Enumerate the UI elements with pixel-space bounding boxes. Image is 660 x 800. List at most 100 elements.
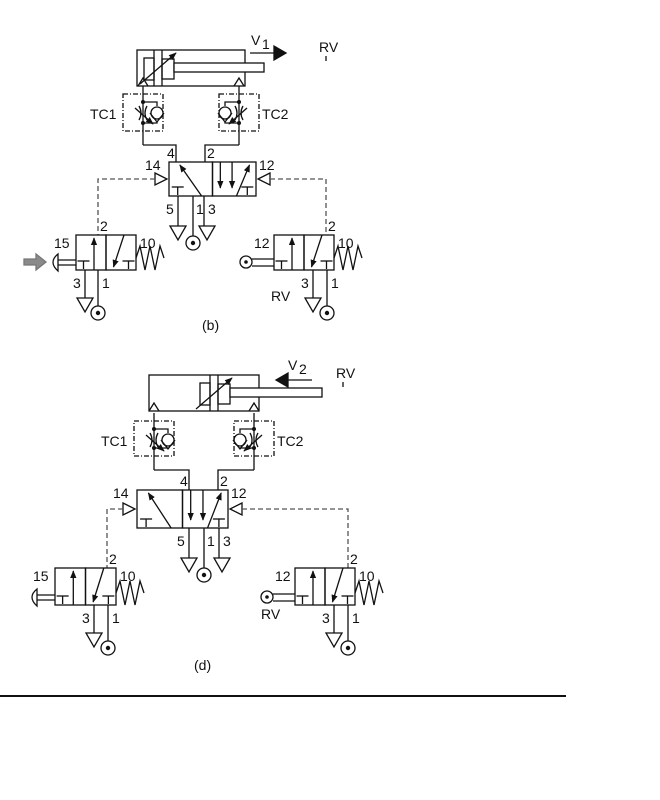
- pressure-source-dot: [324, 310, 330, 316]
- port-4-label: 4: [167, 145, 175, 161]
- spring-icon: [333, 243, 363, 271]
- port-10-label: 10: [359, 568, 375, 584]
- velocity-label: V: [288, 357, 298, 373]
- flow-arrow: [112, 234, 125, 268]
- path: [217, 469, 254, 490]
- pressure-source-dot: [95, 310, 101, 316]
- port-3-label: 3: [82, 610, 90, 626]
- adjustable-cushion-arrow: [139, 52, 177, 85]
- roller-dot: [265, 595, 269, 599]
- flow-arrow: [179, 164, 203, 197]
- velocity-arrow-head: [274, 371, 289, 389]
- port-5-label: 5: [166, 201, 174, 217]
- path: [154, 428, 169, 433]
- right-valve-position-right: [324, 567, 356, 606]
- path: [154, 469, 190, 490]
- main-valve-position-right: [211, 161, 257, 197]
- right-valve-position-left: [294, 567, 326, 606]
- port-1-label: 1: [352, 610, 360, 626]
- exhaust-icon: [324, 632, 344, 649]
- path: [143, 101, 158, 106]
- flow-arrow: [235, 164, 251, 197]
- adjustable-arrow: [243, 434, 263, 452]
- pressure-source-dot: [105, 645, 111, 651]
- pilot-line: [270, 178, 327, 235]
- horizontal-divider: [0, 695, 566, 697]
- port-icon: [233, 76, 245, 87]
- port-12-label: 12: [254, 235, 270, 251]
- tc1-label: TC1: [90, 106, 117, 122]
- port-2-label: 2: [220, 473, 228, 489]
- actuation-arrow-icon: [23, 252, 48, 272]
- pressure-source-dot: [345, 645, 351, 651]
- tc2-label: TC2: [277, 433, 304, 449]
- check-valve-ball-icon: [150, 106, 164, 120]
- port-1-label: 1: [331, 275, 339, 291]
- velocity-arrow-head: [273, 44, 288, 62]
- path: [239, 428, 254, 433]
- left-valve-position-left: [54, 567, 87, 606]
- port-15-label: 15: [54, 235, 70, 251]
- port-3-label: 3: [208, 201, 216, 217]
- pilot-line: [242, 508, 349, 568]
- path: [143, 144, 177, 162]
- roller-valve-position-label: RV: [319, 39, 339, 55]
- exhaust-icon: [197, 225, 217, 242]
- exhaust-icon: [303, 297, 323, 314]
- tc2-label: TC2: [262, 106, 289, 122]
- port-2-label: 2: [207, 145, 215, 161]
- port-2-label: 2: [100, 218, 108, 234]
- figure-caption: (d): [194, 657, 211, 673]
- port-4-label: 4: [180, 473, 188, 489]
- exhaust-icon: [75, 297, 95, 314]
- adjustable-cushion-arrow: [195, 377, 233, 410]
- adjustable-arrow: [145, 434, 165, 452]
- port-2-label: 2: [350, 551, 358, 567]
- port-10-label: 10: [338, 235, 354, 251]
- port-icon: [148, 401, 160, 412]
- adjustable-arrow: [228, 107, 248, 125]
- pressure-source-dot: [190, 240, 196, 246]
- main-valve-position-left: [168, 161, 214, 197]
- port-5-label: 5: [177, 533, 185, 549]
- check-valve-ball-icon: [233, 433, 247, 447]
- path: [224, 101, 239, 106]
- pilot-signal-14-icon: [154, 171, 169, 187]
- port-10-label: 10: [140, 235, 156, 251]
- piston-rod: [229, 387, 323, 398]
- velocity-label: V: [251, 32, 261, 48]
- port-3-label: 3: [223, 533, 231, 549]
- piston-head: [217, 383, 231, 405]
- roller-valve-label: RV: [271, 288, 291, 304]
- spring-icon: [135, 243, 165, 271]
- left-valve-position-right: [84, 567, 117, 606]
- main-valve-position-right: [181, 489, 229, 529]
- pilot-signal-14-icon: [122, 501, 137, 517]
- roller-valve-position-label: RV: [336, 365, 356, 381]
- port-3-label: 3: [73, 275, 81, 291]
- flow-arrow: [147, 492, 172, 529]
- pressure-source-dot: [201, 572, 207, 578]
- piston-head: [161, 58, 175, 80]
- port-1-label: 1: [102, 275, 110, 291]
- port-12-label: 12: [275, 568, 291, 584]
- roller-valve-label: RV: [261, 606, 281, 622]
- pilot-line: [106, 508, 123, 568]
- figure-caption: (b): [202, 317, 219, 333]
- port-10-label: 10: [120, 568, 136, 584]
- piston-rod: [173, 62, 265, 73]
- pilot-signal-12-icon: [228, 501, 243, 517]
- port-1-label: 1: [196, 201, 204, 217]
- main-valve-position-left: [136, 489, 184, 529]
- right-valve-position-right: [303, 234, 335, 271]
- exhaust-icon: [179, 557, 199, 574]
- pilot-signal-12-icon: [256, 171, 271, 187]
- check-valve-seat-icon: [217, 112, 233, 124]
- port-3-label: 3: [301, 275, 309, 291]
- tc1-label: TC1: [101, 433, 128, 449]
- path: [204, 144, 239, 162]
- left-valve-position-left: [75, 234, 107, 271]
- check-valve-ball-icon: [161, 433, 175, 447]
